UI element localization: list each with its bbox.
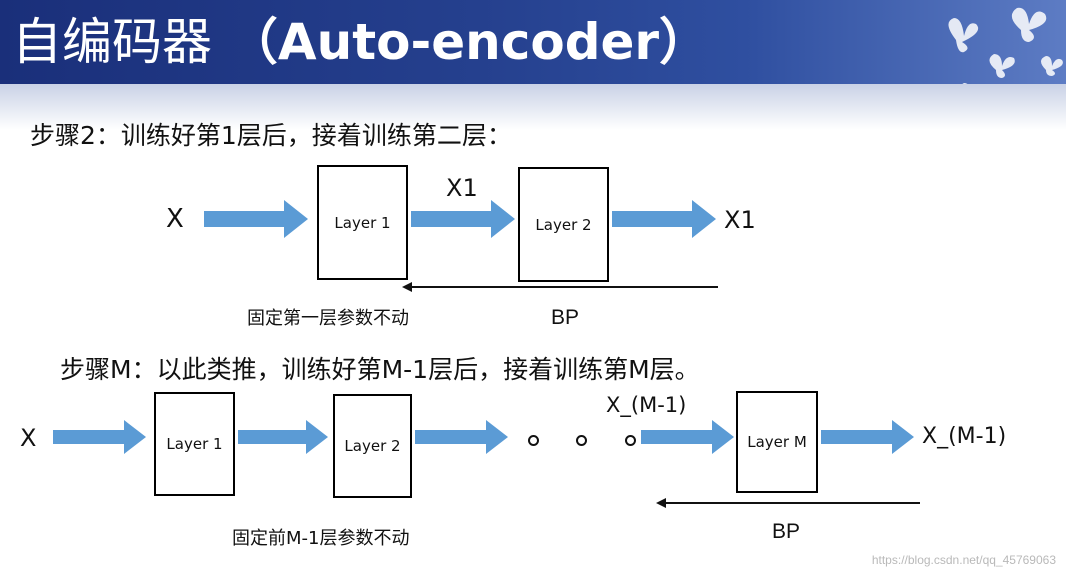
header-fade	[0, 84, 1066, 130]
stepM-layerM-box: Layer M	[736, 391, 818, 493]
bp-arrow-left-icon	[402, 282, 718, 292]
arrow-right-icon	[238, 420, 328, 454]
step2-bp-label: BP	[551, 306, 580, 329]
step2-output-label: X1	[724, 206, 756, 234]
stepM-input-label: X	[20, 424, 37, 452]
title-chinese: 自编码器	[12, 13, 212, 71]
butterfly-decoration-icon	[948, 7, 1063, 84]
stepM-heading: 步骤M：以此类推，训练好第M-1层后，接着训练第M层。	[60, 355, 700, 384]
ellipsis-dot-icon	[625, 435, 636, 446]
arrow-right-icon	[411, 200, 515, 238]
arrow-right-icon	[53, 420, 146, 454]
step2-input-label: X	[166, 204, 184, 234]
ellipsis-dot-icon	[576, 435, 587, 446]
stepM-bp-label: BP	[772, 520, 801, 543]
step2-layer1-box: Layer 1	[317, 165, 408, 280]
stepM-layer1-box: Layer 1	[154, 392, 235, 496]
watermark: https://blog.csdn.net/qq_45769063	[871, 553, 1056, 567]
stepM-note: 固定前M-1层参数不动	[232, 528, 410, 549]
ellipsis-dot-icon	[528, 435, 539, 446]
arrow-right-icon	[821, 420, 914, 454]
stepM-layer2-box: Layer 2	[333, 394, 412, 498]
arrow-right-icon	[612, 200, 716, 238]
step2-heading: 步骤2：训练好第1层后，接着训练第二层：	[30, 121, 512, 150]
arrow-right-icon	[204, 200, 308, 238]
step2-mid-label: X1	[446, 174, 478, 202]
slide-header: 自编码器 （Auto-encoder）	[0, 0, 1066, 84]
bp-arrow-left-icon	[656, 498, 920, 508]
arrow-right-icon	[415, 420, 508, 454]
stepM-mid-label: X_(M-1)	[606, 393, 687, 417]
arrow-right-icon	[641, 420, 734, 454]
stepM-output-label: X_(M-1)	[922, 424, 1007, 449]
title-english: （Auto-encoder）	[227, 13, 710, 71]
step2-note: 固定第一层参数不动	[247, 308, 409, 329]
step2-layer2-box: Layer 2	[518, 167, 609, 282]
slide-title: 自编码器 （Auto-encoder）	[12, 4, 709, 80]
